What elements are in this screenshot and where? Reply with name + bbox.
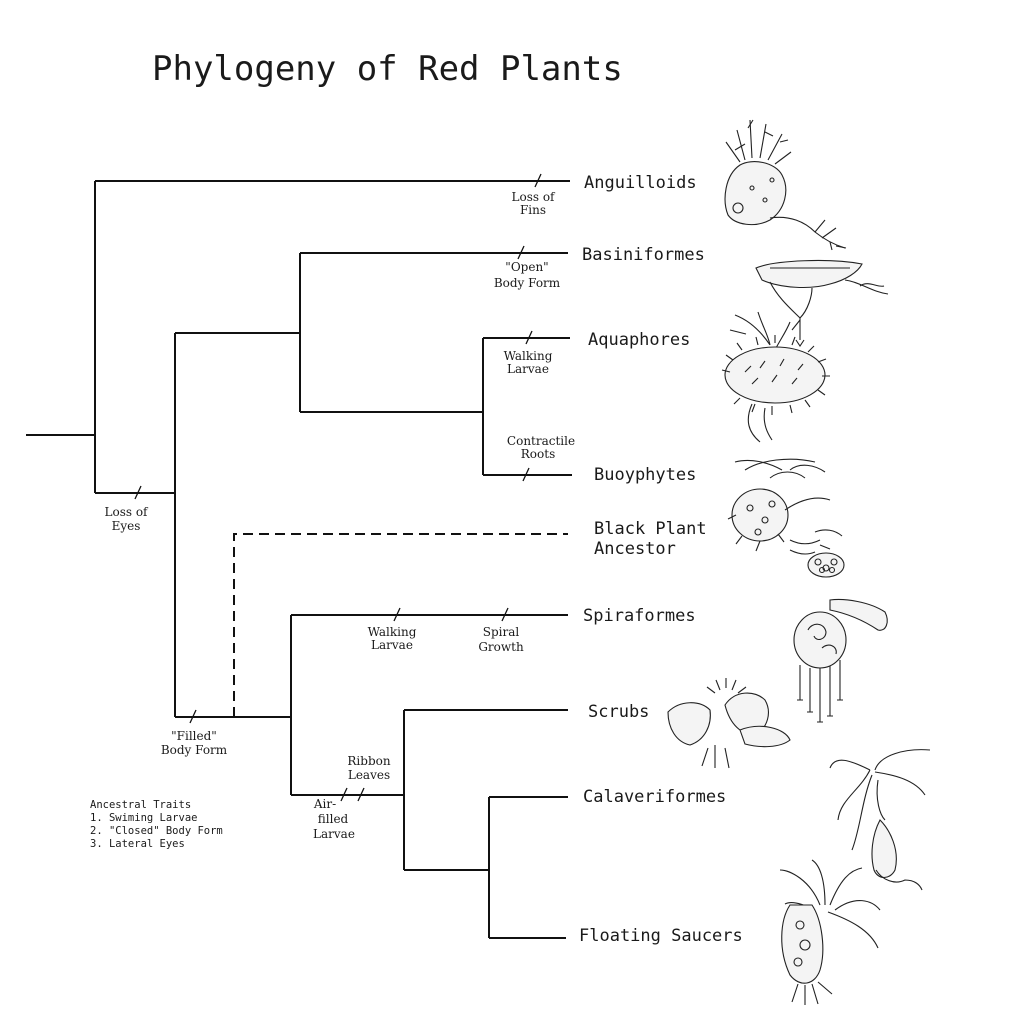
- trait-walking-larvae-a-2: Larvae: [507, 362, 549, 376]
- ancestral-trait-item: 2. "Closed" Body Form: [90, 825, 223, 837]
- taxon-spiraformes: Spiraformes: [583, 606, 696, 626]
- taxon-black-plant-line2: Ancestor: [594, 539, 676, 559]
- trait-ribbon-leaves-2: Leaves: [348, 768, 390, 782]
- trait-walking-larvae-a-1: Walking: [504, 349, 553, 363]
- taxon-scrubs: Scrubs: [588, 702, 649, 722]
- trait-loss-of-fins-1: Loss of: [512, 190, 557, 204]
- trait-filled-body-1: "Filled": [171, 729, 217, 743]
- diagram-title: Phylogeny of Red Plants: [152, 49, 623, 89]
- taxon-basiniformes: Basiniformes: [582, 245, 705, 265]
- trait-ribbon-leaves-1: Ribbon: [347, 754, 390, 768]
- buoyphyte-illustration: [727, 458, 831, 552]
- taxon-labels: Anguilloids Basiniformes Aquaphores Buoy…: [579, 173, 743, 946]
- trait-loss-of-fins-2: Fins: [520, 203, 546, 217]
- trait-air-filled-larvae-2: filled: [318, 812, 349, 826]
- taxon-anguilloids: Anguilloids: [584, 173, 697, 193]
- trait-open-body-1: "Open": [505, 260, 548, 274]
- taxon-aquaphores: Aquaphores: [588, 330, 690, 350]
- trait-loss-of-eyes-2: Eyes: [112, 519, 141, 533]
- taxon-floating-saucers: Floating Saucers: [579, 926, 743, 946]
- trait-contractile-roots-1: Contractile: [507, 434, 575, 448]
- trait-contractile-roots-2: Roots: [521, 447, 555, 461]
- trait-labels: Loss of Fins "Open" Body Form Walking La…: [105, 190, 576, 841]
- trait-ticks: [134, 173, 542, 802]
- scrub-illustration: [667, 678, 791, 769]
- floating-saucer-illustration: [779, 859, 881, 1005]
- trait-walking-larvae-b-2: Larvae: [371, 638, 413, 652]
- calaveriform-illustration: [829, 749, 931, 891]
- trait-filled-body-2: Body Form: [161, 743, 228, 757]
- trait-spiral-growth-2: Growth: [478, 640, 524, 654]
- taxon-calaveriformes: Calaveriformes: [583, 787, 726, 807]
- trait-air-filled-larvae-3: Larvae: [313, 827, 355, 841]
- anguilloid-illustration: [724, 119, 847, 251]
- ancestral-traits-heading: Ancestral Traits: [90, 799, 191, 811]
- ancestral-traits: Ancestral Traits 1. Swiming Larvae 2. "C…: [90, 799, 223, 850]
- ancestral-trait-item: 3. Lateral Eyes: [90, 838, 185, 850]
- ancestral-trait-item: 1. Swiming Larvae: [90, 812, 197, 824]
- black-plant-ancestor-illustration: [789, 529, 845, 578]
- taxon-black-plant-line1: Black Plant: [594, 519, 707, 539]
- trait-open-body-2: Body Form: [494, 276, 561, 290]
- tree-branches: [26, 180, 572, 939]
- trait-air-filled-larvae-1: Air-: [313, 797, 336, 811]
- trait-loss-of-eyes-1: Loss of: [105, 505, 150, 519]
- taxon-buoyphytes: Buoyphytes: [594, 465, 696, 485]
- basiniform-illustration: [755, 259, 889, 347]
- trait-spiral-growth-1: Spiral: [483, 625, 520, 639]
- trait-walking-larvae-b-1: Walking: [368, 625, 417, 639]
- spiraform-illustration: [793, 598, 888, 723]
- aquaphore-illustration: [721, 311, 830, 443]
- illustrations: [667, 119, 931, 1005]
